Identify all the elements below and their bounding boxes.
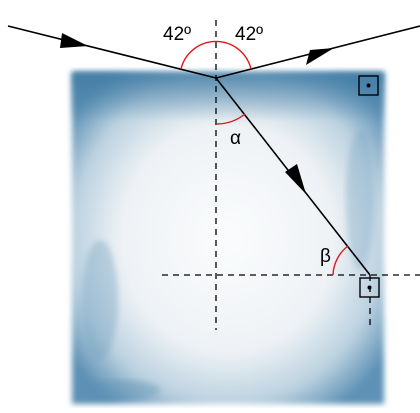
refracted-ray-arrow-icon	[285, 164, 306, 194]
beta-angle-arc	[332, 245, 349, 276]
alpha-label: α	[230, 128, 241, 149]
reflected-ray-arrow-icon	[306, 48, 334, 65]
incident-ray	[7, 25, 217, 79]
incident-ray-arrow-icon	[60, 33, 88, 48]
angle-right-label: 42º	[235, 24, 263, 45]
beta-label: β	[320, 246, 331, 267]
right-angle-square-icon	[358, 75, 379, 96]
angle-left-label: 42º	[163, 24, 191, 45]
right-angle-square-icon	[359, 277, 380, 298]
alpha-angle-arc	[215, 113, 246, 125]
incidence-angle-arc	[180, 40, 252, 70]
ice-block	[72, 72, 384, 404]
